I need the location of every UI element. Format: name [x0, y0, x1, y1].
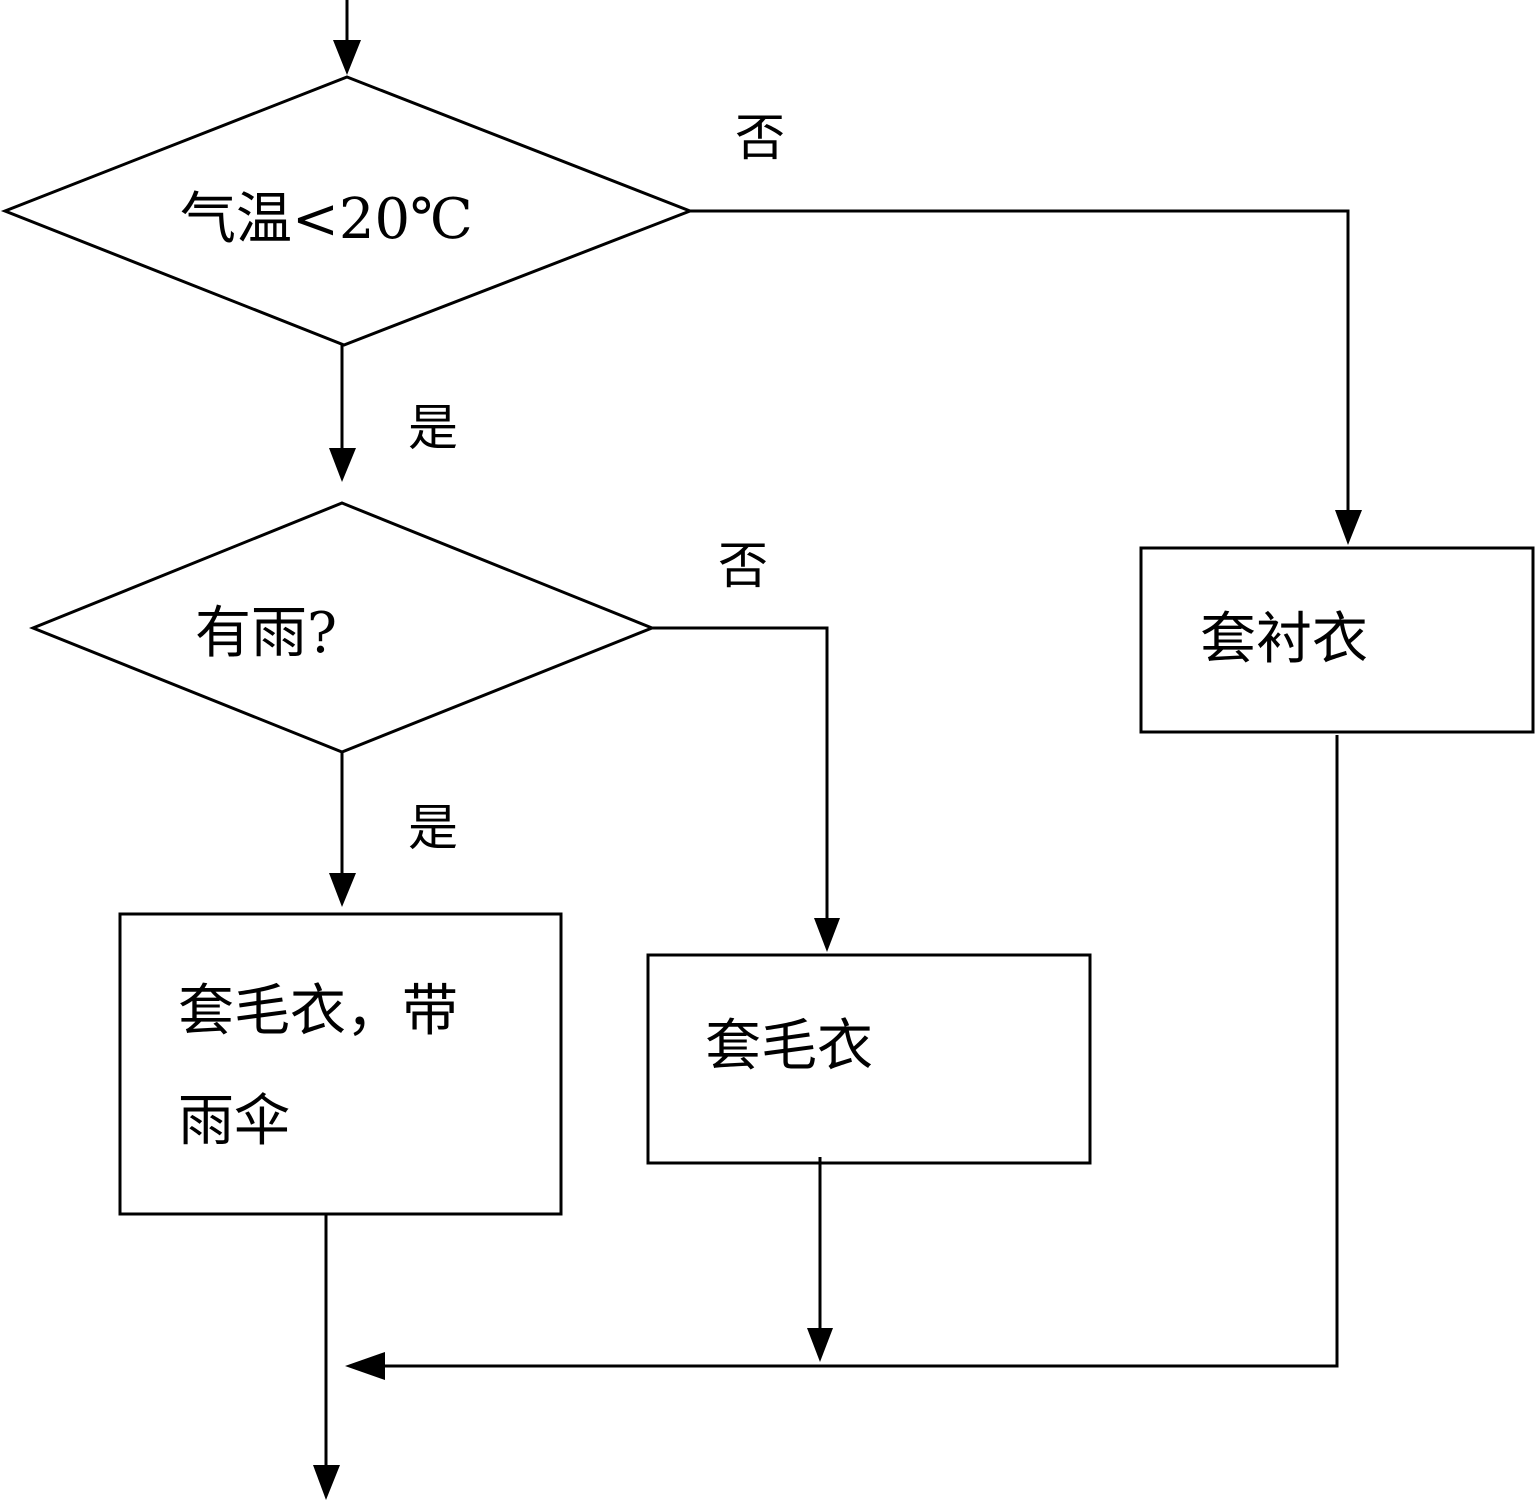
connector-temp-no — [690, 209, 1350, 530]
process-shirt — [1139, 546, 1535, 734]
exit-arrowhead — [313, 1465, 340, 1500]
label-rain-yes: 是 — [408, 799, 458, 857]
process-sweater-umbrella-line2: 雨伞 — [178, 1089, 290, 1154]
connector-shirt-merge — [360, 735, 1339, 1368]
arrowhead-temp-no — [1335, 510, 1362, 545]
arrowhead-rain-no — [814, 918, 840, 952]
process-sweater-umbrella-line1: 套毛衣，带 — [178, 979, 458, 1044]
decision-rain — [28, 501, 657, 754]
label-rain-no: 否 — [718, 537, 768, 595]
label-temp-no: 否 — [735, 109, 785, 167]
decision-temperature — [0, 75, 695, 347]
arrowhead-temp-yes — [329, 448, 356, 482]
entry-arrowhead — [333, 40, 361, 75]
arrowhead-sweater-merge — [807, 1328, 833, 1362]
process-shirt-text: 套衬衣 — [1200, 607, 1368, 672]
process-sweater — [646, 953, 1092, 1165]
connector-rain-no — [652, 626, 829, 935]
label-temp-yes: 是 — [408, 399, 458, 457]
process-sweater-text: 套毛衣 — [705, 1014, 873, 1079]
decision-temperature-text: 气温<20℃ — [180, 187, 473, 252]
arrowhead-rain-yes — [329, 873, 356, 907]
arrowhead-merge — [345, 1352, 385, 1380]
decision-rain-text: 有雨? — [195, 601, 337, 666]
process-sweater-umbrella — [118, 912, 563, 1216]
